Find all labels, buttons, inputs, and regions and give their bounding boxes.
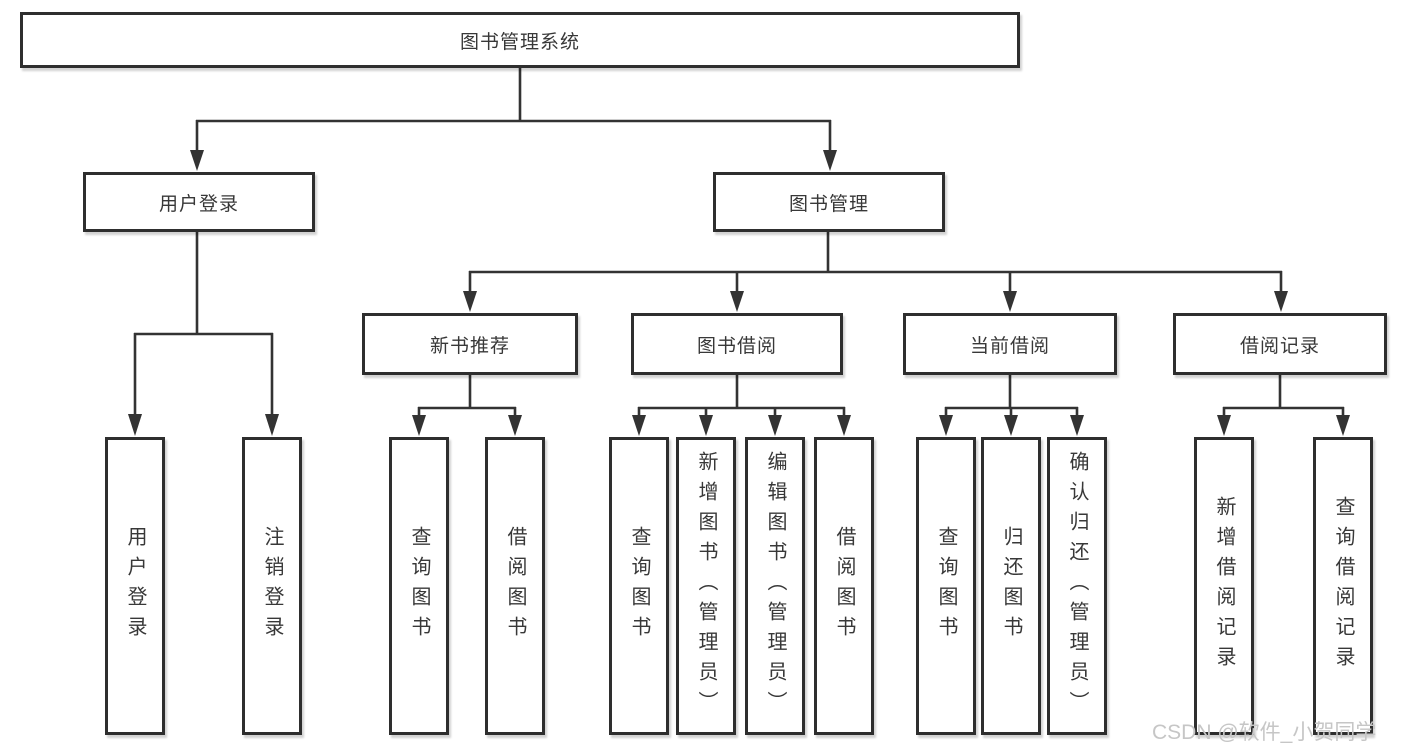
leaf-current-return-books: 归还图书	[981, 437, 1041, 735]
node-user-login-label: 用户登录	[158, 193, 239, 215]
node-user-login: 用户登录	[83, 172, 315, 232]
node-new-book-recommend: 新书推荐	[362, 313, 578, 375]
leaf-records-query-record: 查询借阅记录	[1313, 437, 1373, 735]
node-book-management-label: 图书管理	[788, 193, 869, 215]
leaf-recommend-borrow-books-label: 借阅图书	[504, 526, 526, 646]
leaf-borrowing-edit-books-admin: 编辑图书（管理员）	[745, 437, 805, 735]
leaf-current-query-books-label: 查询图书	[935, 526, 957, 646]
leaf-records-add-record: 新增借阅记录	[1194, 437, 1254, 735]
leaf-current-confirm-return-admin: 确认归还（管理员）	[1047, 437, 1107, 735]
leaf-borrowing-add-books-admin: 新增图书（管理员）	[676, 437, 736, 735]
leaf-logout-label: 注销登录	[261, 526, 283, 646]
leaf-recommend-query-books-label: 查询图书	[408, 526, 430, 646]
leaf-logout: 注销登录	[242, 437, 302, 735]
node-book-borrowing-label: 图书借阅	[696, 335, 777, 357]
node-borrowing-records-label: 借阅记录	[1239, 335, 1320, 357]
leaf-borrowing-edit-books-admin-label: 编辑图书（管理员）	[764, 451, 786, 721]
leaf-recommend-query-books: 查询图书	[389, 437, 449, 735]
leaf-current-query-books: 查询图书	[916, 437, 976, 735]
node-current-borrowing: 当前借阅	[903, 313, 1117, 375]
csdn-watermark: CSDN @软件_小贺同学	[1152, 721, 1377, 744]
node-book-management: 图书管理	[713, 172, 945, 232]
leaf-current-confirm-return-admin-label: 确认归还（管理员）	[1066, 451, 1088, 721]
leaf-borrowing-borrow-books: 借阅图书	[814, 437, 874, 735]
leaf-borrowing-query-books: 查询图书	[609, 437, 669, 735]
leaf-records-add-record-label: 新增借阅记录	[1213, 496, 1235, 676]
node-borrowing-records: 借阅记录	[1173, 313, 1387, 375]
node-root: 图书管理系统	[20, 12, 1020, 68]
leaf-recommend-borrow-books: 借阅图书	[485, 437, 545, 735]
node-book-borrowing: 图书借阅	[631, 313, 843, 375]
leaf-borrowing-borrow-books-label: 借阅图书	[833, 526, 855, 646]
leaf-borrowing-add-books-admin-label: 新增图书（管理员）	[695, 451, 717, 721]
node-new-book-recommend-label: 新书推荐	[429, 335, 510, 357]
node-root-label: 图书管理系统	[459, 31, 580, 53]
leaf-user-login: 用户登录	[105, 437, 165, 735]
leaf-current-return-books-label: 归还图书	[1000, 526, 1022, 646]
node-current-borrowing-label: 当前借阅	[969, 335, 1050, 357]
leaf-borrowing-query-books-label: 查询图书	[628, 526, 650, 646]
leaf-records-query-record-label: 查询借阅记录	[1332, 496, 1354, 676]
leaf-user-login-label: 用户登录	[124, 526, 146, 646]
